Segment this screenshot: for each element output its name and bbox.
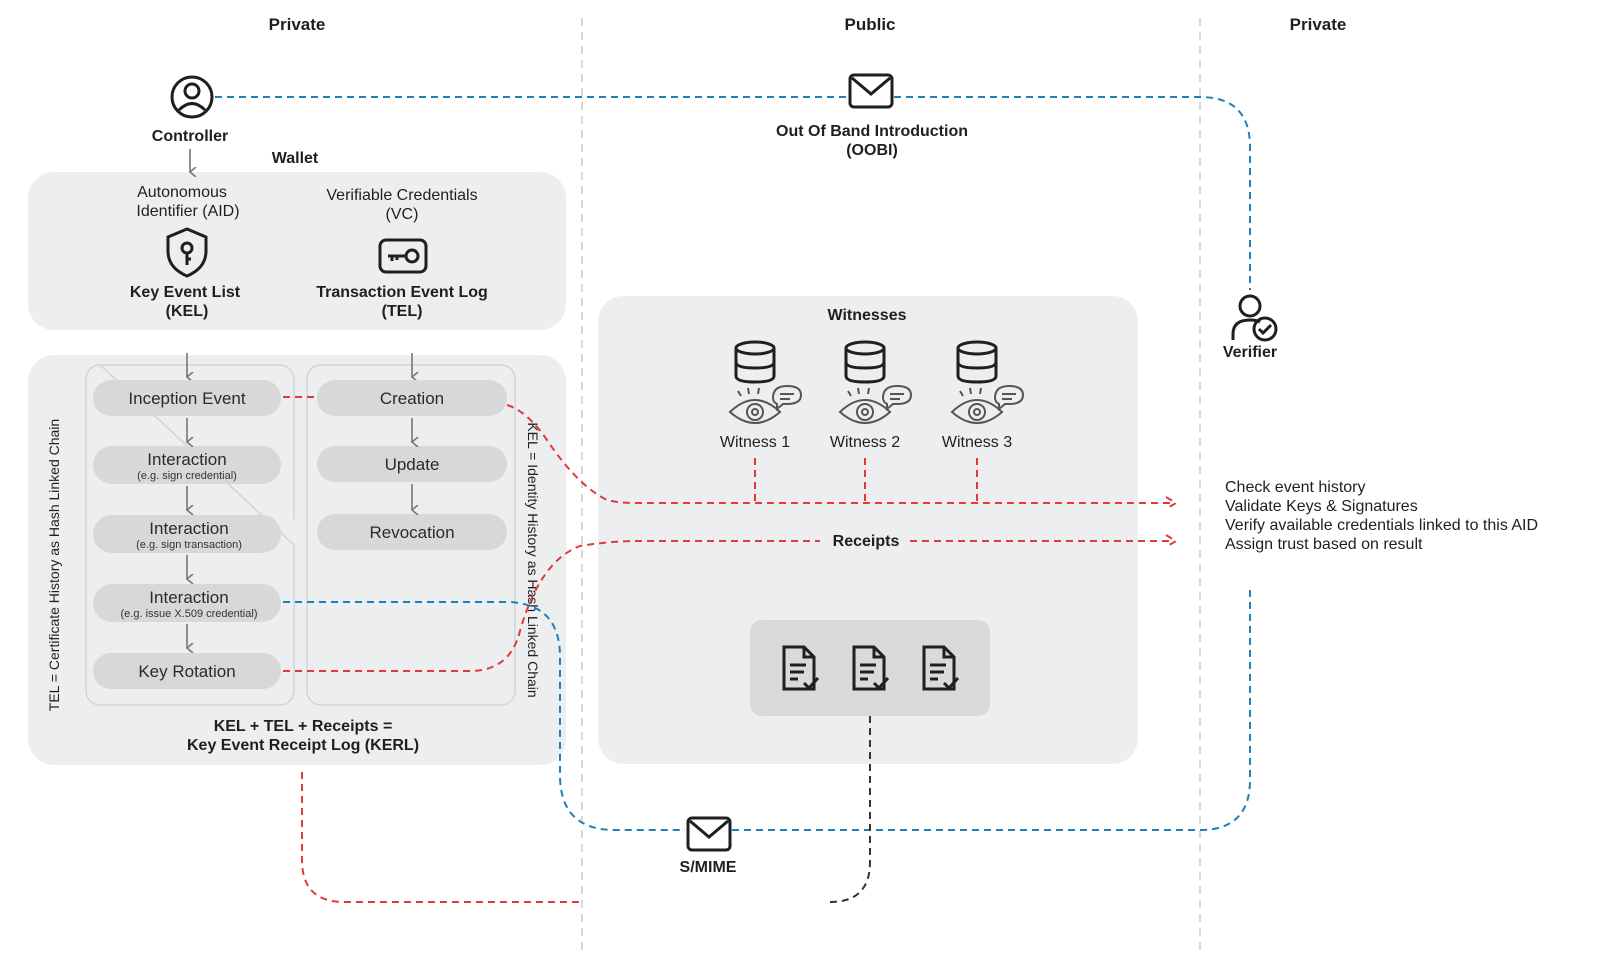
kel-event-label: Key Rotation (138, 662, 235, 681)
witness-connectors (754, 458, 978, 502)
oobi-label-line2: (OOBI) (846, 142, 898, 159)
vc-label-line2: (VC) (386, 206, 419, 223)
kel-event-pill (93, 515, 281, 553)
kel-side-label: KEL = Identity History as Hash Linked Ch… (525, 422, 541, 697)
verification-step: Assign trust based on result (1225, 536, 1423, 553)
zone-center-label: Public (844, 15, 895, 34)
kerl-panel (28, 355, 566, 765)
witness-label: Witness 2 (830, 434, 900, 451)
blue-flow-lines (215, 96, 1251, 831)
zone-left-label: Private (269, 15, 326, 34)
tel-event-label: Update (385, 455, 440, 474)
witness-3: Witness 3 (942, 340, 1025, 451)
tel-label-line1: Transaction Event Log (316, 284, 488, 301)
kerl-label-line1: KEL + TEL + Receipts = (214, 718, 393, 735)
tel-event-label: Revocation (369, 523, 454, 542)
kel-event-pill (93, 380, 281, 416)
kel-event-pill (93, 653, 281, 689)
kel-event-label: Interaction (149, 519, 228, 538)
tel-event-list: Creation Update Revocation (317, 380, 507, 550)
key-card-icon (378, 238, 428, 274)
witness-2: Witness 2 (830, 340, 913, 451)
tel-event-pill (317, 514, 507, 550)
shield-key-icon (166, 227, 208, 278)
kel-event-pill (93, 584, 281, 622)
kel-label-line1: Key Event List (130, 284, 241, 301)
tel-column-outline (306, 364, 516, 706)
controller-label: Controller (152, 128, 228, 145)
aid-label-line2: Identifier (AID) (136, 203, 239, 220)
receipts-label-bg (822, 528, 910, 552)
database-icon (734, 340, 776, 384)
kel-column-outline (85, 364, 295, 706)
kerl-label-line2: Key Event Receipt Log (KERL) (187, 737, 419, 754)
witnesses-title: Witnesses (828, 307, 907, 324)
tel-event-label: Creation (380, 389, 444, 408)
eye-chat-icon (838, 384, 913, 424)
wallet-label: Wallet (272, 150, 319, 167)
verification-step: Check event history (1225, 479, 1366, 496)
kel-event-sublabel: (e.g. sign transaction) (136, 539, 242, 551)
controller-icon (170, 75, 214, 119)
gray-receipt-line (829, 716, 871, 903)
document-check-icon (852, 645, 890, 691)
receipt-documents (782, 645, 960, 691)
kel-event-sublabel: (e.g. sign credential) (137, 470, 237, 482)
verification-step: Verify available credentials linked to t… (1225, 517, 1538, 534)
kel-event-label: Interaction (147, 450, 226, 469)
receipts-label: Receipts (833, 533, 900, 550)
kel-event-label: Inception Event (128, 389, 245, 408)
envelope-icon (848, 73, 894, 109)
database-icon (956, 340, 998, 384)
smime-envelope-icon (686, 816, 732, 852)
tel-side-label: TEL = Certificate History as Hash Linked… (46, 419, 62, 711)
aid-label-line1: Autonomous (137, 184, 227, 201)
kel-event-sublabel: (e.g. issue X.509 credential) (121, 608, 258, 620)
kel-event-pill (93, 446, 281, 484)
red-flow-lines (283, 396, 1178, 903)
witness-label: Witness 1 (720, 434, 790, 451)
eye-chat-icon (728, 384, 803, 424)
oobi-label-line1: Out Of Band Introduction (776, 123, 968, 140)
verifier-label: Verifier (1223, 344, 1277, 361)
witness-1: Witness 1 (720, 340, 803, 451)
wallet-panel (28, 172, 566, 330)
smime-label: S/MIME (680, 859, 737, 876)
zone-right-label: Private (1290, 15, 1347, 34)
tel-label-line2: (TEL) (382, 303, 423, 320)
witness-label: Witness 3 (942, 434, 1012, 451)
kel-label-line2: (KEL) (166, 303, 209, 320)
kel-event-list: Inception Event Interaction (e.g. sign c… (93, 380, 281, 689)
document-check-icon (782, 645, 820, 691)
eye-chat-icon (950, 384, 1025, 424)
tel-event-pill (317, 380, 507, 416)
verification-step: Validate Keys & Signatures (1225, 498, 1418, 515)
vc-label-line1: Verifiable Credentials (326, 187, 477, 204)
database-icon (844, 340, 886, 384)
document-check-icon (922, 645, 960, 691)
kel-event-label: Interaction (149, 588, 228, 607)
tel-event-pill (317, 446, 507, 482)
receipt-docs-panel (750, 620, 990, 716)
verifier-icon (1231, 294, 1278, 342)
verification-steps: Check event history Validate Keys & Sign… (1225, 479, 1538, 553)
